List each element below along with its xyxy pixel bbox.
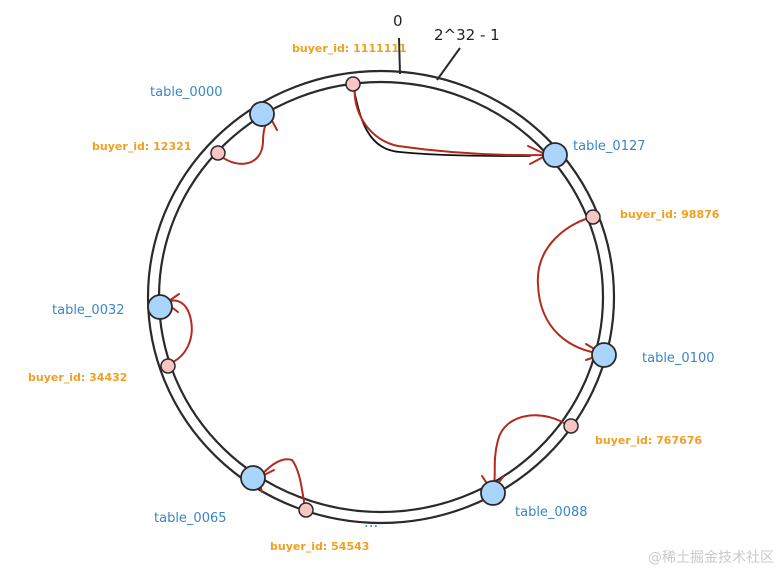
buyer-node-767676 [563,418,579,434]
buyer-node-1111111 [345,76,361,92]
buyer-label-12321: buyer_id: 12321 [92,140,191,153]
table-label-0100: table_0100 [642,351,715,366]
table-node-0100 [591,342,617,368]
ring-end-label: 2^32 - 1 [434,26,500,44]
arrow-buyer-1111111 [353,85,548,157]
watermark: @稀土掘金技术社区 [648,550,774,566]
table-label-0088: table_0088 [515,505,588,520]
buyer-label-34432: buyer_id: 34432 [28,371,127,384]
arrow-black-underlay [352,84,531,157]
arrow-buyer-98876 [536,216,604,355]
table-node-0088 [480,480,506,506]
table-node-0000 [249,101,275,127]
arrow-buyer-54543 [257,458,306,509]
routing-arrows [165,84,604,509]
buyer-label-1111111: buyer_id: 1111111 [292,42,407,55]
buyer-node-98876 [585,209,601,225]
table-label-0032: table_0032 [52,303,125,318]
arrow-buyer-34432 [167,299,193,365]
table-label-0127: table_0127 [573,139,646,154]
table-nodes [147,101,617,506]
buyer-node-34432 [160,358,176,374]
table-label-0065: table_0065 [154,511,227,526]
ring-end-tick [436,47,461,81]
table-label-0000: table_0000 [150,85,223,100]
ring-zero-tick [398,37,401,75]
table-node-0127 [542,142,568,168]
buyer-label-98876: buyer_id: 98876 [620,208,720,221]
buyer-label-767676: buyer_id: 767676 [595,434,702,447]
buyer-label-54543: buyer_id: 54543 [270,540,369,553]
buyer-nodes [160,76,601,518]
table-node-0065 [240,465,266,491]
hash-ring-outer [146,69,616,525]
ring-ellipsis: ... [364,513,378,531]
arrow-buyer-767676 [492,414,571,491]
buyer-node-54543 [298,502,314,518]
table-node-0032 [147,294,173,320]
buyer-node-12321 [210,145,226,161]
ring-start-label: 0 [393,12,403,30]
